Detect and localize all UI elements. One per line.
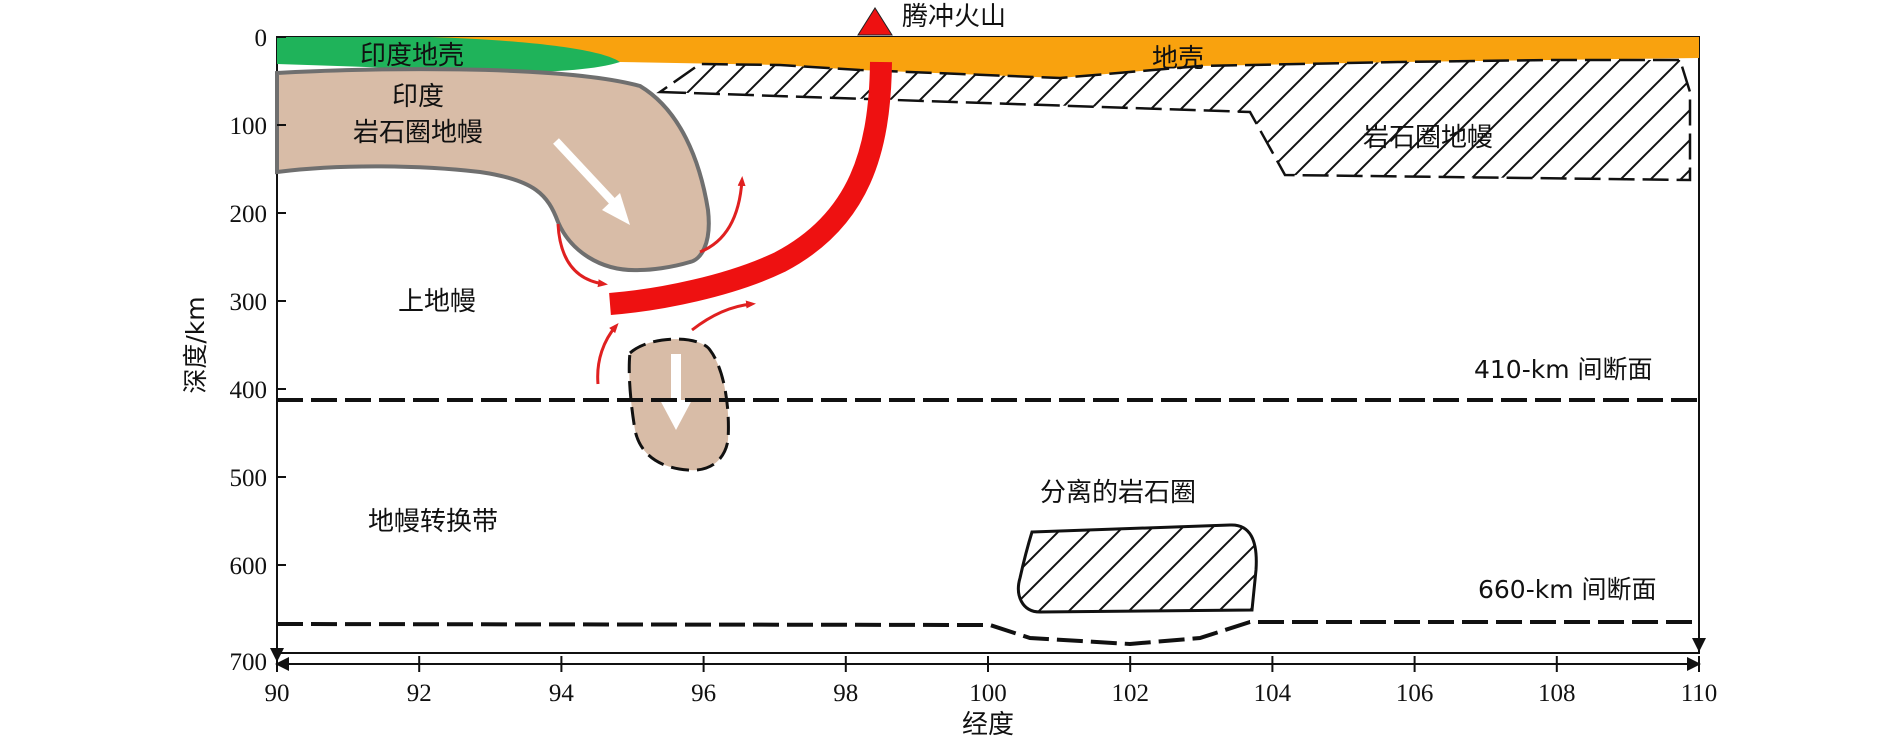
x-tick-label: 92 — [407, 680, 432, 707]
y-tick-label: 100 — [230, 113, 268, 140]
lithospheric-mantle-block — [656, 58, 1692, 182]
y-tick-label: 200 — [230, 201, 268, 228]
upper-mantle-label: 上地幔 — [398, 287, 476, 317]
volcano-label: 腾冲火山 — [902, 2, 1006, 32]
magma-conduit — [609, 61, 892, 315]
y-tick-label: 0 — [255, 25, 268, 52]
x-tick-label: 100 — [969, 680, 1007, 707]
indian-crust-layer — [277, 37, 620, 73]
y-tick-label: 400 — [230, 377, 268, 404]
lithospheric-mantle-label: 岩石圈地幔 — [1363, 123, 1493, 153]
flow-arrow-right-upper — [699, 176, 746, 254]
x-axis-title: 经度 — [962, 710, 1014, 740]
y-tick-label: 700 — [230, 649, 268, 676]
y-tick-label: 500 — [230, 465, 268, 492]
discontinuity-660-label: 660-km 间断面 — [1478, 575, 1657, 604]
crust-label: 地壳 — [1152, 44, 1204, 74]
crust-layer — [277, 37, 1699, 78]
indian-lithosphere-label-line2: 岩石圈地幔 — [353, 118, 483, 148]
x-tick-label: 90 — [265, 680, 290, 707]
x-tick-label: 110 — [1681, 680, 1718, 707]
flow-arrow-right-lower — [691, 300, 756, 332]
discontinuity-410-label: 410-km 间断面 — [1474, 355, 1653, 384]
x-tick-label: 96 — [691, 680, 716, 707]
x-tick-label: 104 — [1254, 680, 1292, 707]
y-tick-label: 600 — [230, 553, 268, 580]
slab-sinking-arrowhead — [602, 193, 630, 225]
volcano-icon — [857, 7, 893, 36]
mantle-transition-zone-label: 地幔转换带 — [368, 507, 498, 537]
slab-sinking-arrow — [553, 138, 616, 205]
y-axis-title: 深度/km — [181, 296, 210, 393]
x-tick-label: 106 — [1396, 680, 1434, 707]
detached-lithosphere-label: 分离的岩石圈 — [1040, 478, 1196, 508]
blob-sinking-arrowhead — [660, 400, 692, 430]
flow-arrow-left-upper — [556, 223, 608, 288]
x-tick-label: 102 — [1111, 680, 1149, 707]
flow-arrow-left-lower — [596, 322, 619, 385]
x-tick-label: 94 — [549, 680, 575, 707]
indian-lithosphere-label-line1: 印度 — [392, 82, 444, 112]
x-tick-label: 108 — [1538, 680, 1576, 707]
indian-crust-label: 印度地壳 — [360, 41, 464, 71]
x-tick-label: 98 — [833, 680, 858, 707]
indian-lithospheric-slab — [275, 67, 711, 273]
y-tick-label: 300 — [230, 289, 268, 316]
detached-lithosphere-block — [1016, 523, 1258, 614]
discontinuity-660 — [276, 620, 1699, 647]
